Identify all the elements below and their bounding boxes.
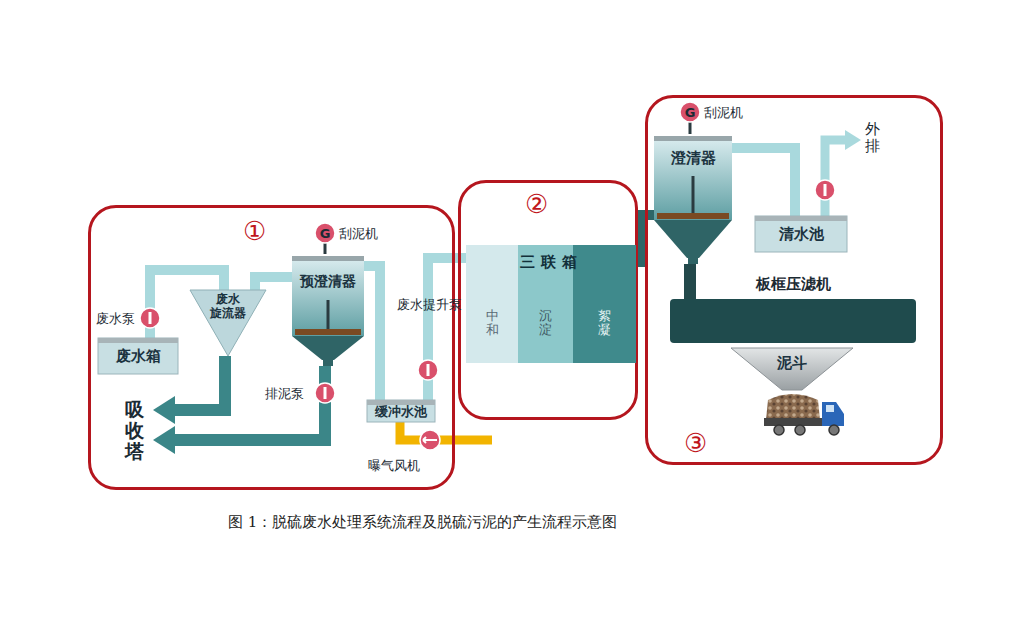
scraper-drive: [680, 102, 700, 122]
absorber-label: 吸收塔: [125, 399, 149, 473]
filter-press: 板框压滤机: [670, 299, 916, 343]
node-text: 板框压滤机: [756, 275, 831, 294]
pump-symbol: [315, 383, 335, 403]
triple-tank: 三联箱中和 沉淀 絮凝: [466, 245, 636, 363]
node-text: 三联箱: [520, 253, 583, 272]
flow-pipe: [732, 148, 795, 216]
flow-arrow: [173, 356, 225, 410]
node-text: 絮凝: [598, 309, 611, 338]
tank-box: 废水箱: [98, 338, 178, 374]
process-region: ③ 澄清器 外排清水池板框压滤机泥斗: [645, 95, 943, 465]
clarifier-tank-outline: [292, 256, 364, 366]
discharge-label: 外排: [865, 121, 883, 165]
node-text: 废水箱: [116, 347, 161, 366]
flow-pipe: [364, 266, 380, 400]
clarifier-tank: 澄清器: [654, 136, 732, 264]
scraper-shaft: [689, 122, 692, 134]
drive-letter: G: [685, 105, 696, 120]
node-text: 澄清器: [671, 149, 716, 168]
process-region: ① 废水箱 废水 旋流器 预澄清器缓冲水池 吸收塔: [88, 205, 455, 490]
sludge-hopper: 泥斗: [731, 348, 853, 390]
clarifier-tank: 预澄清器: [292, 256, 364, 366]
node-text: 中和: [486, 309, 499, 338]
blower-symbol: [420, 430, 440, 450]
part-label: 排泥泵: [265, 385, 304, 403]
node-text: 清水池: [779, 225, 824, 244]
tank-section: 中和: [466, 245, 518, 363]
part-label: 刮泥机: [704, 104, 743, 122]
process-region: ② 三联箱中和 沉淀 絮凝: [458, 180, 638, 420]
part-label: 废水提升泵: [397, 298, 410, 312]
node-text: ②: [525, 189, 548, 219]
truck: [764, 394, 844, 435]
drive-letter: G: [320, 226, 331, 241]
flow-arrow: [825, 140, 847, 216]
scraper-drive: [315, 223, 335, 243]
node-text: 废水 旋流器: [209, 293, 246, 321]
node-text: 缓冲水池: [375, 403, 427, 421]
tank-box: 清水池: [755, 216, 847, 252]
cyclone-funnel: 废水 旋流器: [190, 290, 266, 356]
node-text: ③: [684, 428, 707, 458]
part-label: 废水泵: [96, 310, 135, 328]
part-label: 曝气风机: [368, 457, 420, 475]
node-text: 外排: [865, 121, 880, 154]
scraper-shaft: [324, 243, 327, 254]
pump-symbol: [418, 360, 438, 380]
flow-pipe: [255, 277, 292, 290]
node-text: 预澄清器: [300, 273, 356, 291]
tank-box: 缓冲水池: [367, 400, 435, 422]
node-text: 泥斗: [777, 354, 807, 373]
pump-symbol: [140, 308, 160, 328]
part-label: 刮泥机: [339, 225, 378, 243]
flow-arrow: [173, 366, 325, 440]
flow-pipe: [684, 264, 696, 299]
tank-section-outline: [466, 245, 518, 363]
filter-press-outline: [670, 299, 916, 343]
figure-caption: 图 1：脱硫废水处理系统流程及脱硫污泥的产生流程示意图: [228, 513, 617, 532]
pump-symbol: [815, 180, 835, 200]
node-text: 吸收塔: [125, 399, 144, 462]
node-text: 沉淀: [539, 309, 552, 338]
node-text: ①: [243, 216, 266, 246]
